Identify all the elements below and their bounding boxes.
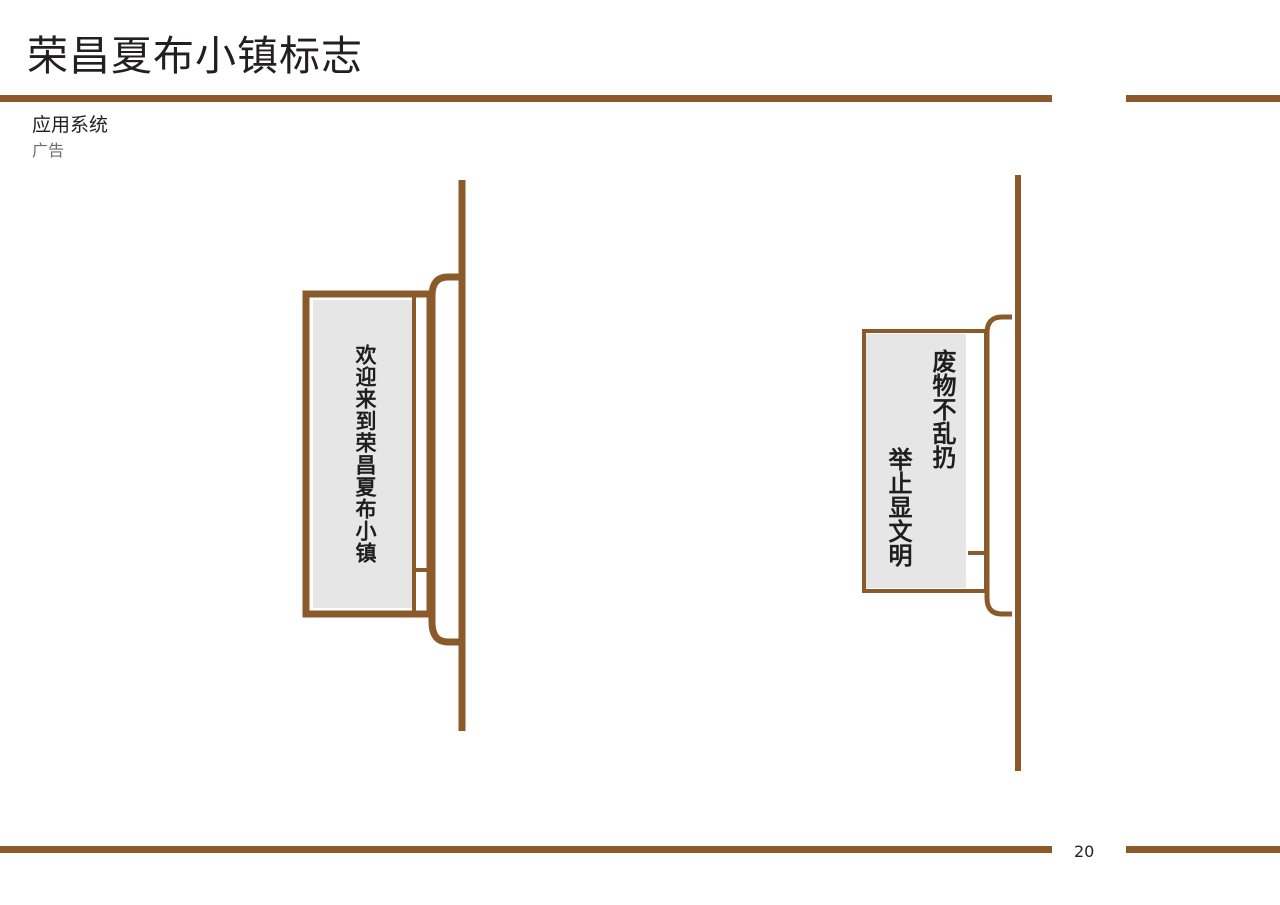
top-divider [0, 95, 1052, 102]
sign-left-bracket [428, 273, 462, 646]
sign-right-bracket [984, 314, 1012, 617]
page-number: 20 [1074, 842, 1095, 861]
page-title: 荣昌夏布小镇标志 [27, 32, 363, 80]
bottom-divider [0, 846, 1052, 853]
section-subtitle: 广告 [32, 141, 65, 160]
sign-right-text-line2: 举止显文明 [884, 447, 912, 567]
top-divider-right [1126, 95, 1280, 102]
sign-left [302, 180, 466, 731]
sign-right-text-line1: 废物不乱扔 [928, 349, 956, 469]
bottom-divider-right [1126, 846, 1280, 853]
section-title: 应用系统 [32, 114, 109, 136]
sign-left-text: 欢迎来到荣昌夏布小镇 [353, 344, 377, 564]
